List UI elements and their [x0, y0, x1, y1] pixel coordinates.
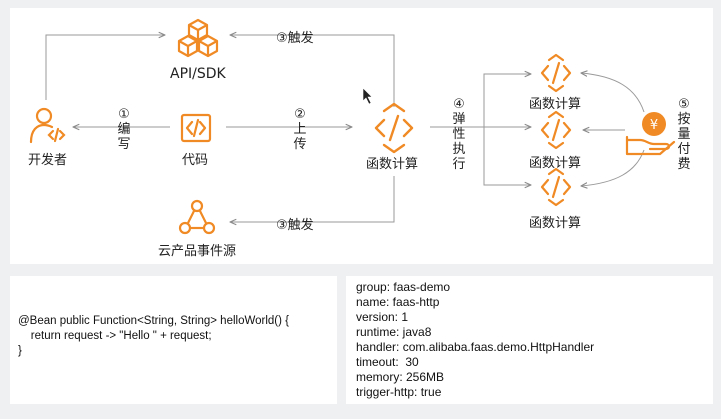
code-line-2: return request -> "Hello " + request;: [18, 330, 212, 342]
cloud-event-icon: [178, 199, 216, 235]
function-compute-icon-1: [540, 53, 572, 93]
arrow-trigger-bottom: [230, 176, 395, 222]
code-icon: [180, 113, 212, 143]
svg-text:¥: ¥: [650, 118, 658, 133]
step5-text: 按量付费: [677, 112, 691, 172]
developer-label: 开发者: [28, 153, 68, 168]
config-line: runtime: java8: [356, 325, 432, 339]
function-compute-label-1: 函数计算: [529, 97, 582, 112]
code-line-3: }: [18, 345, 22, 357]
config-line: name: faas-http: [356, 295, 440, 309]
pay-per-use-icon: ¥: [625, 112, 676, 156]
cloud-event-label: 云产品事件源: [158, 244, 237, 259]
step4-annotation: ④ 弹性执行: [449, 97, 469, 172]
function-compute-label-3: 函数计算: [529, 216, 582, 231]
function-compute-icon-3: [540, 167, 572, 207]
arrow-trigger-top: [230, 35, 395, 107]
code-label: 代码: [182, 153, 209, 168]
config-line: handler: com.alibaba.faas.demo.HttpHandl…: [356, 340, 595, 354]
config-line: group: faas-demo: [356, 280, 451, 294]
connector-lines: [45, 35, 645, 222]
step5-annotation: ⑤ 按量付费: [674, 97, 694, 172]
config-panel: [346, 276, 713, 404]
function-compute-icon: [374, 102, 414, 154]
step2-number: ②: [294, 107, 306, 122]
step2-annotation: ② 上传: [290, 107, 310, 152]
step2-text: 上传: [293, 122, 307, 152]
diagram-panel: [10, 8, 713, 264]
step4-text: 弹性执行: [452, 112, 466, 172]
step3-bottom-text: ③触发: [276, 218, 314, 233]
step1-number: ①: [118, 107, 130, 122]
api-sdk-icon: [177, 18, 219, 58]
arrow-developer-to-api: [45, 35, 165, 100]
arrow-fanout-top: [430, 74, 531, 128]
step3-trigger-bottom: ③触发: [276, 214, 314, 233]
step3-trigger-top: ③触发: [276, 27, 314, 46]
arrow-pay-top: [581, 73, 645, 113]
step1-annotation: ① 编写: [114, 107, 134, 152]
code-line-1: @Bean public Function<String, String> he…: [18, 315, 289, 327]
step1-text: 编写: [117, 122, 131, 152]
developer-icon: [29, 107, 66, 144]
config-line: timeout: 30: [356, 355, 419, 369]
config-line: version: 1: [356, 310, 409, 324]
code-panel: [10, 276, 337, 404]
function-compute-label: 函数计算: [366, 157, 419, 172]
step5-number: ⑤: [678, 97, 690, 112]
arrow-fanout-bottom: [483, 127, 531, 185]
step4-number: ④: [453, 97, 465, 112]
config-line: memory: 256MB: [356, 370, 445, 384]
mouse-cursor-icon: [362, 87, 373, 105]
arrow-pay-bottom: [581, 149, 645, 186]
config-line: trigger-http: true: [356, 385, 442, 399]
step3-top-text: ③触发: [276, 31, 314, 46]
function-compute-label-2: 函数计算: [529, 156, 582, 171]
function-compute-icon-2: [540, 110, 572, 150]
api-sdk-label: API/SDK: [170, 66, 226, 82]
